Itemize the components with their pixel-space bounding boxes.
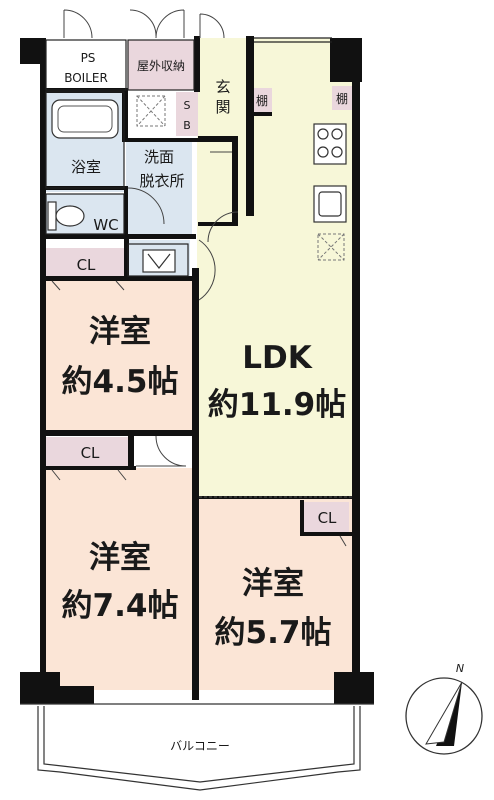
closet-2-label: CL [81, 444, 100, 462]
entrance-label-line2: 関 [215, 98, 230, 116]
shelf-2-floor [332, 86, 352, 110]
outdoor-storage-label: 屋外収納 [137, 59, 185, 73]
outlines [45, 37, 332, 277]
balcony [20, 703, 374, 791]
western-room-2-floor [42, 468, 197, 690]
closet-3-floor [303, 502, 349, 532]
balcony-label: バルコニー [170, 739, 230, 753]
closet-1-floor [46, 248, 128, 278]
bath-label: 浴室 [71, 158, 101, 176]
wc-label: WC [93, 216, 118, 234]
washroom-label-line2: 脱衣所 [139, 172, 184, 190]
stove-icon [313, 123, 347, 165]
shoe-box-label-line2: B [183, 119, 191, 132]
closet-1-label: CL [77, 256, 96, 274]
western-room-1-name: 洋室 [89, 314, 151, 350]
western-room-2-size: 約7.4帖 [62, 588, 179, 624]
shoe-box-floor [176, 92, 198, 136]
western-room-3-size: 約5.7帖 [215, 615, 332, 651]
western-room-2-name: 洋室 [89, 540, 151, 576]
outdoor-storage-floor [128, 40, 194, 90]
closet-door-marks [51, 280, 347, 547]
compass-north-label: N [456, 662, 464, 675]
ventilation-icon [136, 95, 166, 127]
western-room-3-name: 洋室 [242, 566, 304, 602]
door-swings [63, 9, 239, 467]
shelf-1-label: 棚 [256, 93, 268, 108]
boiler-label: BOILER [64, 71, 108, 85]
ps-label: PS [81, 51, 96, 65]
closet-3-label: CL [318, 509, 337, 527]
ldk-name: LDK [242, 340, 312, 376]
western-room-1-size: 約4.5帖 [62, 364, 179, 400]
kitchen-sink-icon [313, 185, 347, 223]
toilet-icon [47, 201, 85, 231]
western-room-1-floor [42, 280, 197, 430]
range-hood-icon [317, 233, 345, 261]
shoe-box-label-line1: S [184, 99, 191, 112]
entrance-label-line1: 玄 [215, 78, 230, 96]
ldk-floor [197, 38, 353, 498]
compass-icon [405, 677, 483, 755]
washbasin-icon [142, 249, 176, 273]
washroom-label-line1: 洗面 [144, 148, 174, 166]
bathtub-icon [51, 99, 119, 139]
ldk-size: 約11.9帖 [208, 387, 347, 423]
closet-2-floor [46, 437, 132, 467]
shelf-1-floor [252, 88, 272, 112]
shelf-2-label: 棚 [336, 91, 348, 106]
